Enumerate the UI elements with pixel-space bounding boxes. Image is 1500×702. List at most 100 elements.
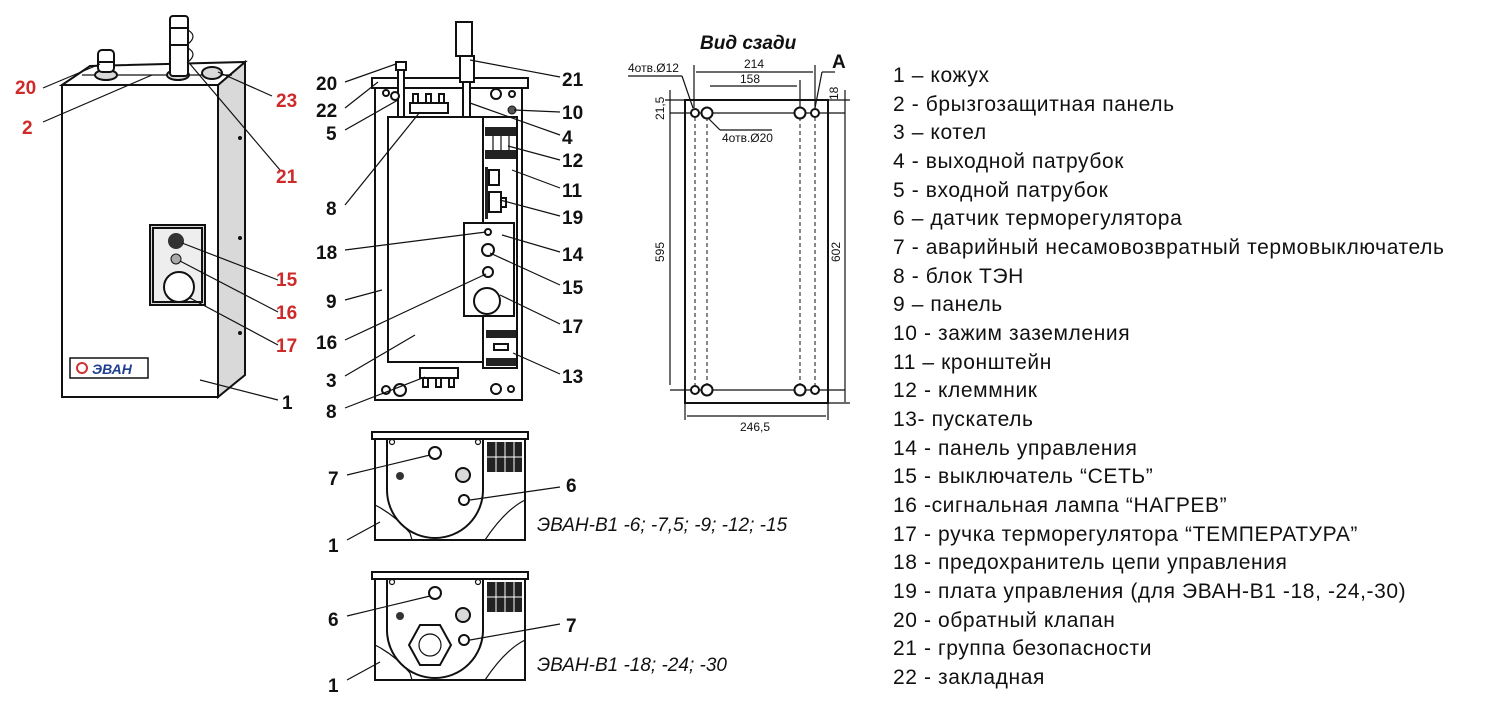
heater-terminal: [422, 377, 429, 388]
callout-10: 10: [562, 103, 583, 124]
model-caption: ЭВАН-В1 -18; -24; -30: [537, 655, 727, 676]
legend-item: 5 - входной патрубок: [893, 179, 1109, 202]
tank-outline: [386, 439, 484, 539]
thermostat-sensor: [458, 494, 470, 506]
callout-8: 8: [326, 199, 337, 220]
fitting: [455, 607, 471, 623]
terminal-block: [487, 442, 522, 472]
bottom-view-1: 7 6 1 ЭВАН-В1 -6; -7,5; -9; -12; -15: [328, 431, 788, 557]
power-switch[interactable]: [168, 233, 184, 249]
bottom-view-2: 6 7 1 ЭВАН-В1 -18; -24; -30: [328, 571, 727, 697]
dim-18: 18: [827, 86, 841, 100]
temperature-knob: [473, 287, 501, 315]
contactor: [486, 330, 516, 366]
model-caption: ЭВАН-В1 -6; -7,5; -9; -12; -15: [537, 515, 788, 536]
hole-d12: [810, 385, 820, 395]
inlet-pipe: [397, 67, 405, 118]
rear-view-title: Вид сзади: [700, 33, 797, 54]
legend-item: 10 - зажим заземления: [893, 322, 1130, 345]
legend-item: 19 - плата управления (для ЭВАН-В1 -18, …: [893, 580, 1406, 603]
callout-14: 14: [562, 245, 584, 266]
brand-logo-icon: [76, 362, 88, 374]
mounting-hole: [382, 89, 390, 97]
mounting-hole: [388, 438, 396, 446]
control-board: [485, 167, 507, 219]
dim-158: 158: [740, 72, 760, 86]
heating-lamp: [170, 253, 182, 265]
callout-3: 3: [326, 371, 337, 392]
check-valve: [395, 61, 407, 71]
callout-23: 23: [276, 91, 297, 112]
heating-lamp: [482, 266, 494, 278]
leader-lines: [344, 59, 561, 409]
mounting-hole: [490, 383, 502, 395]
callout-17: 17: [562, 317, 583, 338]
hole-d20: [700, 383, 714, 397]
tank-outline: [386, 579, 484, 679]
mounting-hole: [474, 438, 482, 446]
mounting-hole: [508, 90, 516, 98]
side-screw: [238, 236, 242, 240]
dim-602: 602: [829, 242, 843, 262]
fitting: [455, 467, 471, 483]
rear-view: Вид сзади 214 158 4отв.Ø12 4отв.Ø20: [628, 33, 850, 434]
callout-4: 4: [562, 128, 573, 149]
callout-1: 1: [328, 676, 339, 697]
temperature-knob[interactable]: [163, 271, 195, 303]
legend-item: 15 - выключатель “СЕТЬ”: [893, 465, 1153, 488]
heater-terminal: [435, 377, 442, 388]
thermal-cutout: [458, 634, 470, 646]
dimension-lines: [628, 65, 850, 420]
mounting-hole: [390, 91, 400, 101]
callout-15: 15: [276, 270, 298, 291]
legend-item: 6 – датчик терморегулятора: [893, 207, 1182, 230]
callout-9: 9: [326, 292, 337, 313]
callout-12: 12: [562, 151, 583, 172]
callout-6: 6: [328, 610, 339, 631]
legend-item: 4 - выходной патрубок: [893, 150, 1124, 173]
legend-item: 17 - ручка терморегулятора “ТЕМПЕРАТУРА”: [893, 523, 1358, 546]
bottom-bracket: [371, 571, 529, 580]
callout-21: 21: [276, 167, 298, 188]
safety-group-top: [455, 21, 473, 57]
dim-246-5: 246,5: [740, 420, 770, 434]
section-mark-a: А: [832, 52, 846, 73]
callout-20: 20: [15, 78, 36, 99]
legend-item: 9 – панель: [893, 293, 1003, 316]
mounting-bracket: [371, 77, 529, 89]
callout-2: 2: [22, 118, 33, 139]
callout-5: 5: [326, 124, 337, 145]
mounting-hole: [490, 88, 502, 100]
legend-item: 8 - блок ТЭН: [893, 265, 1024, 288]
legend-item: 16 -сигнальная лампа “НАГРЕВ”: [893, 494, 1227, 517]
callout-6: 6: [566, 476, 577, 497]
legend-item: 11 – кронштейн: [893, 351, 1052, 374]
mounting-hole: [507, 385, 515, 393]
callout-7: 7: [566, 616, 577, 637]
legend: 1 – кожух 2 - брызгозащитная панель 3 – …: [893, 64, 1444, 689]
bottom-casing: [374, 438, 526, 541]
callout-13: 13: [562, 367, 583, 388]
fitting: [396, 612, 404, 620]
callout-11: 11: [562, 181, 583, 202]
side-screw: [238, 331, 242, 335]
hole-axis-lines: [694, 110, 816, 395]
mounting-hole: [388, 578, 396, 586]
heater-block-top: [409, 102, 449, 114]
legend-item: 2 - брызгозащитная панель: [893, 93, 1175, 116]
callout-15: 15: [562, 278, 584, 299]
legend-item: 13- пускатель: [893, 408, 1034, 431]
leader-lines: [346, 595, 561, 681]
internal-view: 20 22 5 8 18 9 16 3 8 21 10 4 12 11 19 1…: [316, 21, 584, 423]
callout-19: 19: [562, 208, 583, 229]
casing-cutaway: [374, 499, 526, 541]
bottom-bracket: [371, 431, 529, 440]
side-screw: [238, 136, 242, 140]
mounting-hole: [474, 578, 482, 586]
mounting-hole: [393, 383, 407, 397]
fitting: [396, 472, 404, 480]
hole-d20: [793, 383, 807, 397]
terminal-block: [487, 582, 522, 612]
rear-outline: [684, 99, 829, 404]
legend-item: 22 - закладная: [893, 666, 1045, 689]
